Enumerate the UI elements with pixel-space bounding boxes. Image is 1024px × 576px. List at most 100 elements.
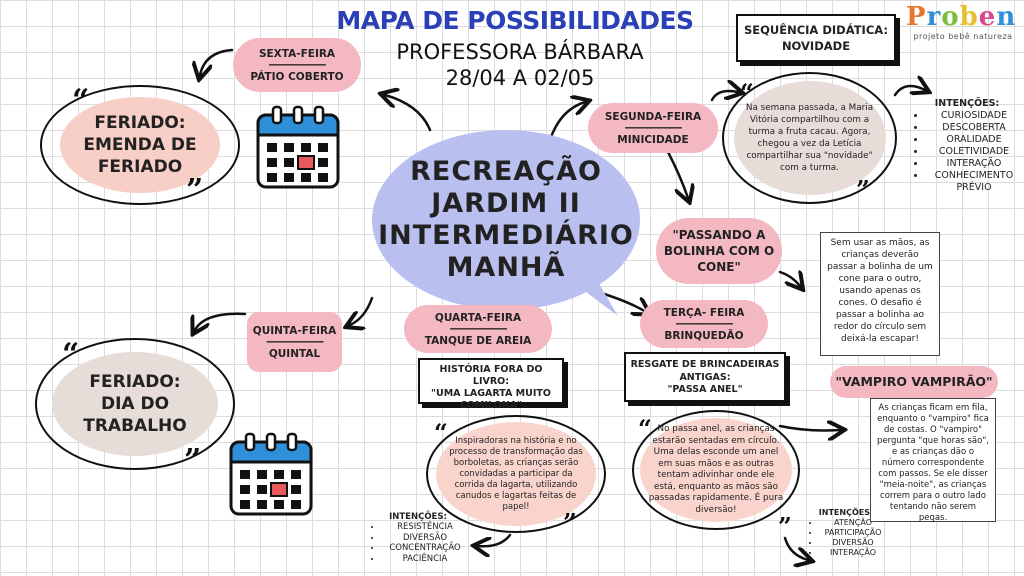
rescue-line: RESGATE DE BRINCADEIRAS xyxy=(630,359,780,370)
wednesday-intentions: INTENÇÕES: RESISTÊNCIA DIVERSÃO CONCENTR… xyxy=(368,512,468,564)
center-topic-bubble: RECREAÇÃO JARDIM II INTERMEDIÁRIO MANHÃ xyxy=(372,130,640,310)
close-quote-icon: ” xyxy=(184,443,202,478)
arrow-icon xyxy=(200,48,234,75)
open-quote-icon: “ xyxy=(72,83,90,118)
open-quote-icon: “ xyxy=(434,418,448,447)
arrow-icon xyxy=(195,312,247,330)
arrow-icon xyxy=(478,533,512,546)
intention-item: COLETIVIDADE xyxy=(926,146,1022,158)
holiday-inner: FERIADO: DIA DO TRABALHO xyxy=(52,352,218,456)
day-label: QUINTA-FEIRA xyxy=(252,324,337,337)
sequence-line: SEQUÊNCIA DIDÁTICA: xyxy=(743,23,888,37)
arrow-icon xyxy=(778,272,800,286)
holiday-desc: EMENDA DE FERIADO xyxy=(83,135,197,177)
monday-pill: SEGUNDA-FEIRA —————— MINICIDADE xyxy=(588,103,718,153)
date-range: 28/04 A 02/05 xyxy=(445,66,595,90)
activity-line: "UMA LAGARTA MUITO xyxy=(431,388,551,399)
separator: —————— xyxy=(268,58,327,71)
game-title-line: "PASSANDO A xyxy=(672,228,766,242)
separator: —————— xyxy=(266,335,324,348)
arrow-icon xyxy=(666,150,688,198)
open-quote-icon: “ xyxy=(740,78,754,107)
logo-word: Proben xyxy=(906,2,1017,32)
rescue-line: ANTIGAS: xyxy=(679,371,731,383)
intention-item: CONCENTRAÇÃO xyxy=(382,543,468,554)
place-label: BRINQUEDÃO xyxy=(664,329,744,342)
wednesday-description-oval: Inspiradoras na história e no processo d… xyxy=(426,415,606,533)
rescue-box: RESGATE DE BRINCADEIRAS ANTIGAS: "PASSA … xyxy=(624,352,786,402)
day-label: QUARTA-FEIRA xyxy=(434,311,522,324)
thursday-holiday-oval: FERIADO: DIA DO TRABALHO xyxy=(35,338,235,470)
activity-line: HISTÓRIA FORA DO LIVRO: xyxy=(439,364,543,387)
open-quote-icon: “ xyxy=(62,337,80,372)
activity-description: No passa anel, as crianças estarão senta… xyxy=(648,424,784,515)
day-label: SEXTA-FEIRA xyxy=(258,47,336,60)
center-line: MANHÃ xyxy=(446,252,566,283)
rescue-line: "PASSA ANEL" xyxy=(667,384,743,395)
arrow-icon xyxy=(710,91,738,100)
intention-item: ORALIDADE xyxy=(926,134,1022,146)
friday-pill: SEXTA-FEIRA —————— PÁTIO COBERTO xyxy=(233,38,361,92)
intentions-title: INTENÇÕES: xyxy=(818,508,874,517)
arrow-icon xyxy=(385,95,432,132)
center-line: INTERMEDIÁRIO xyxy=(378,220,634,251)
close-quote-icon: ” xyxy=(186,173,204,208)
center-line: JARDIM II xyxy=(431,188,581,219)
intention-item: DESCOBERTA xyxy=(926,122,1022,134)
activity-line: COMILONA" xyxy=(459,400,523,411)
monday-game-description: Sem usar as mãos, as crianças deverão pa… xyxy=(820,232,940,356)
monday-game-pill: "PASSANDO A BOLINHA COM O CONE" xyxy=(656,218,782,284)
calendar-icon xyxy=(256,105,340,189)
place-label: TANQUE DE AREIA xyxy=(424,334,532,347)
intention-item: PACIÊNCIA xyxy=(382,554,468,565)
intention-item: CURIOSIDADE xyxy=(926,110,1022,122)
sequence-line: NOVIDADE xyxy=(781,39,851,53)
separator: —————— xyxy=(675,317,734,330)
close-quote-icon: ” xyxy=(856,175,870,204)
center-line: RECREAÇÃO xyxy=(410,156,602,187)
description-inner: Inspiradoras na história e no processo d… xyxy=(436,422,596,526)
intention-item: DIVERSÃO xyxy=(382,533,468,544)
intentions-title: INTENÇÕES: xyxy=(389,512,447,522)
place-label: QUINTAL xyxy=(268,347,321,360)
intention-item: DIVERSÃO xyxy=(820,538,886,548)
tuesday-intentions: INTENÇÕES: ATENÇÃO PARTICIPAÇÃO DIVERSÃO… xyxy=(806,508,886,558)
intention-item: INTERAÇÃO xyxy=(926,158,1022,170)
logo-tagline: projeto bebê natureza xyxy=(913,32,1013,41)
intention-item: ATENÇÃO xyxy=(820,518,886,528)
holiday-title: FERIADO: xyxy=(89,372,181,392)
intention-item: RESISTÊNCIA xyxy=(382,522,468,533)
close-quote-icon: ” xyxy=(778,512,792,541)
game-title-line: BOLINHA COM O xyxy=(663,244,775,258)
holiday-inner: FERIADO: EMENDA DE FERIADO xyxy=(60,97,220,193)
intention-item: PARTICIPAÇÃO xyxy=(820,528,886,538)
day-label: TERÇA- FEIRA xyxy=(663,306,745,319)
bubble-tail xyxy=(570,280,618,316)
separator: —————— xyxy=(449,322,508,335)
tuesday-description-oval: No passa anel, as crianças estarão senta… xyxy=(632,410,800,530)
sequence-box: SEQUÊNCIA DIDÁTICA: NOVIDADE xyxy=(736,14,896,62)
place-label: PÁTIO COBERTO xyxy=(250,70,344,83)
tuesday-pill: TERÇA- FEIRA —————— BRINQUEDÃO xyxy=(640,300,768,348)
day-label: SEGUNDA-FEIRA xyxy=(604,110,702,123)
calendar-icon xyxy=(229,432,313,516)
arrow-icon xyxy=(548,102,585,142)
intention-item: CONHECIMENTO PRÉVIO xyxy=(926,170,1022,194)
intention-item: INTERAÇÃO xyxy=(820,548,886,558)
open-quote-icon: “ xyxy=(638,414,652,443)
arrow-icon xyxy=(350,296,374,325)
map-title: MAPA DE POSSIBILIDADES xyxy=(336,6,694,35)
tuesday-game-pill: "VAMPIRO VAMPIRÃO" xyxy=(830,366,998,398)
activity-description: Inspiradoras na história e no processo d… xyxy=(449,435,583,512)
place-label: MINICIDADE xyxy=(617,133,689,146)
monday-intentions: INTENÇÕES: CURIOSIDADE DESCOBERTA ORALID… xyxy=(912,98,1022,194)
intentions-title: INTENÇÕES: xyxy=(934,98,1000,109)
proben-logo: Proben projeto bebê natureza xyxy=(906,2,1020,48)
monday-description-oval: Na semana passada, a Maria Vitória compa… xyxy=(722,72,897,204)
tuesday-game-description: As crianças ficam em fila, enquanto o "v… xyxy=(870,398,996,523)
game-title-line: CONE" xyxy=(697,260,741,274)
description-inner: Na semana passada, a Maria Vitória compa… xyxy=(733,81,886,195)
holiday-title: FERIADO: xyxy=(94,113,186,133)
activity-description: Na semana passada, a Maria Vitória compa… xyxy=(745,103,874,173)
teacher-name: PROFESSORA BÁRBARA xyxy=(396,40,644,64)
